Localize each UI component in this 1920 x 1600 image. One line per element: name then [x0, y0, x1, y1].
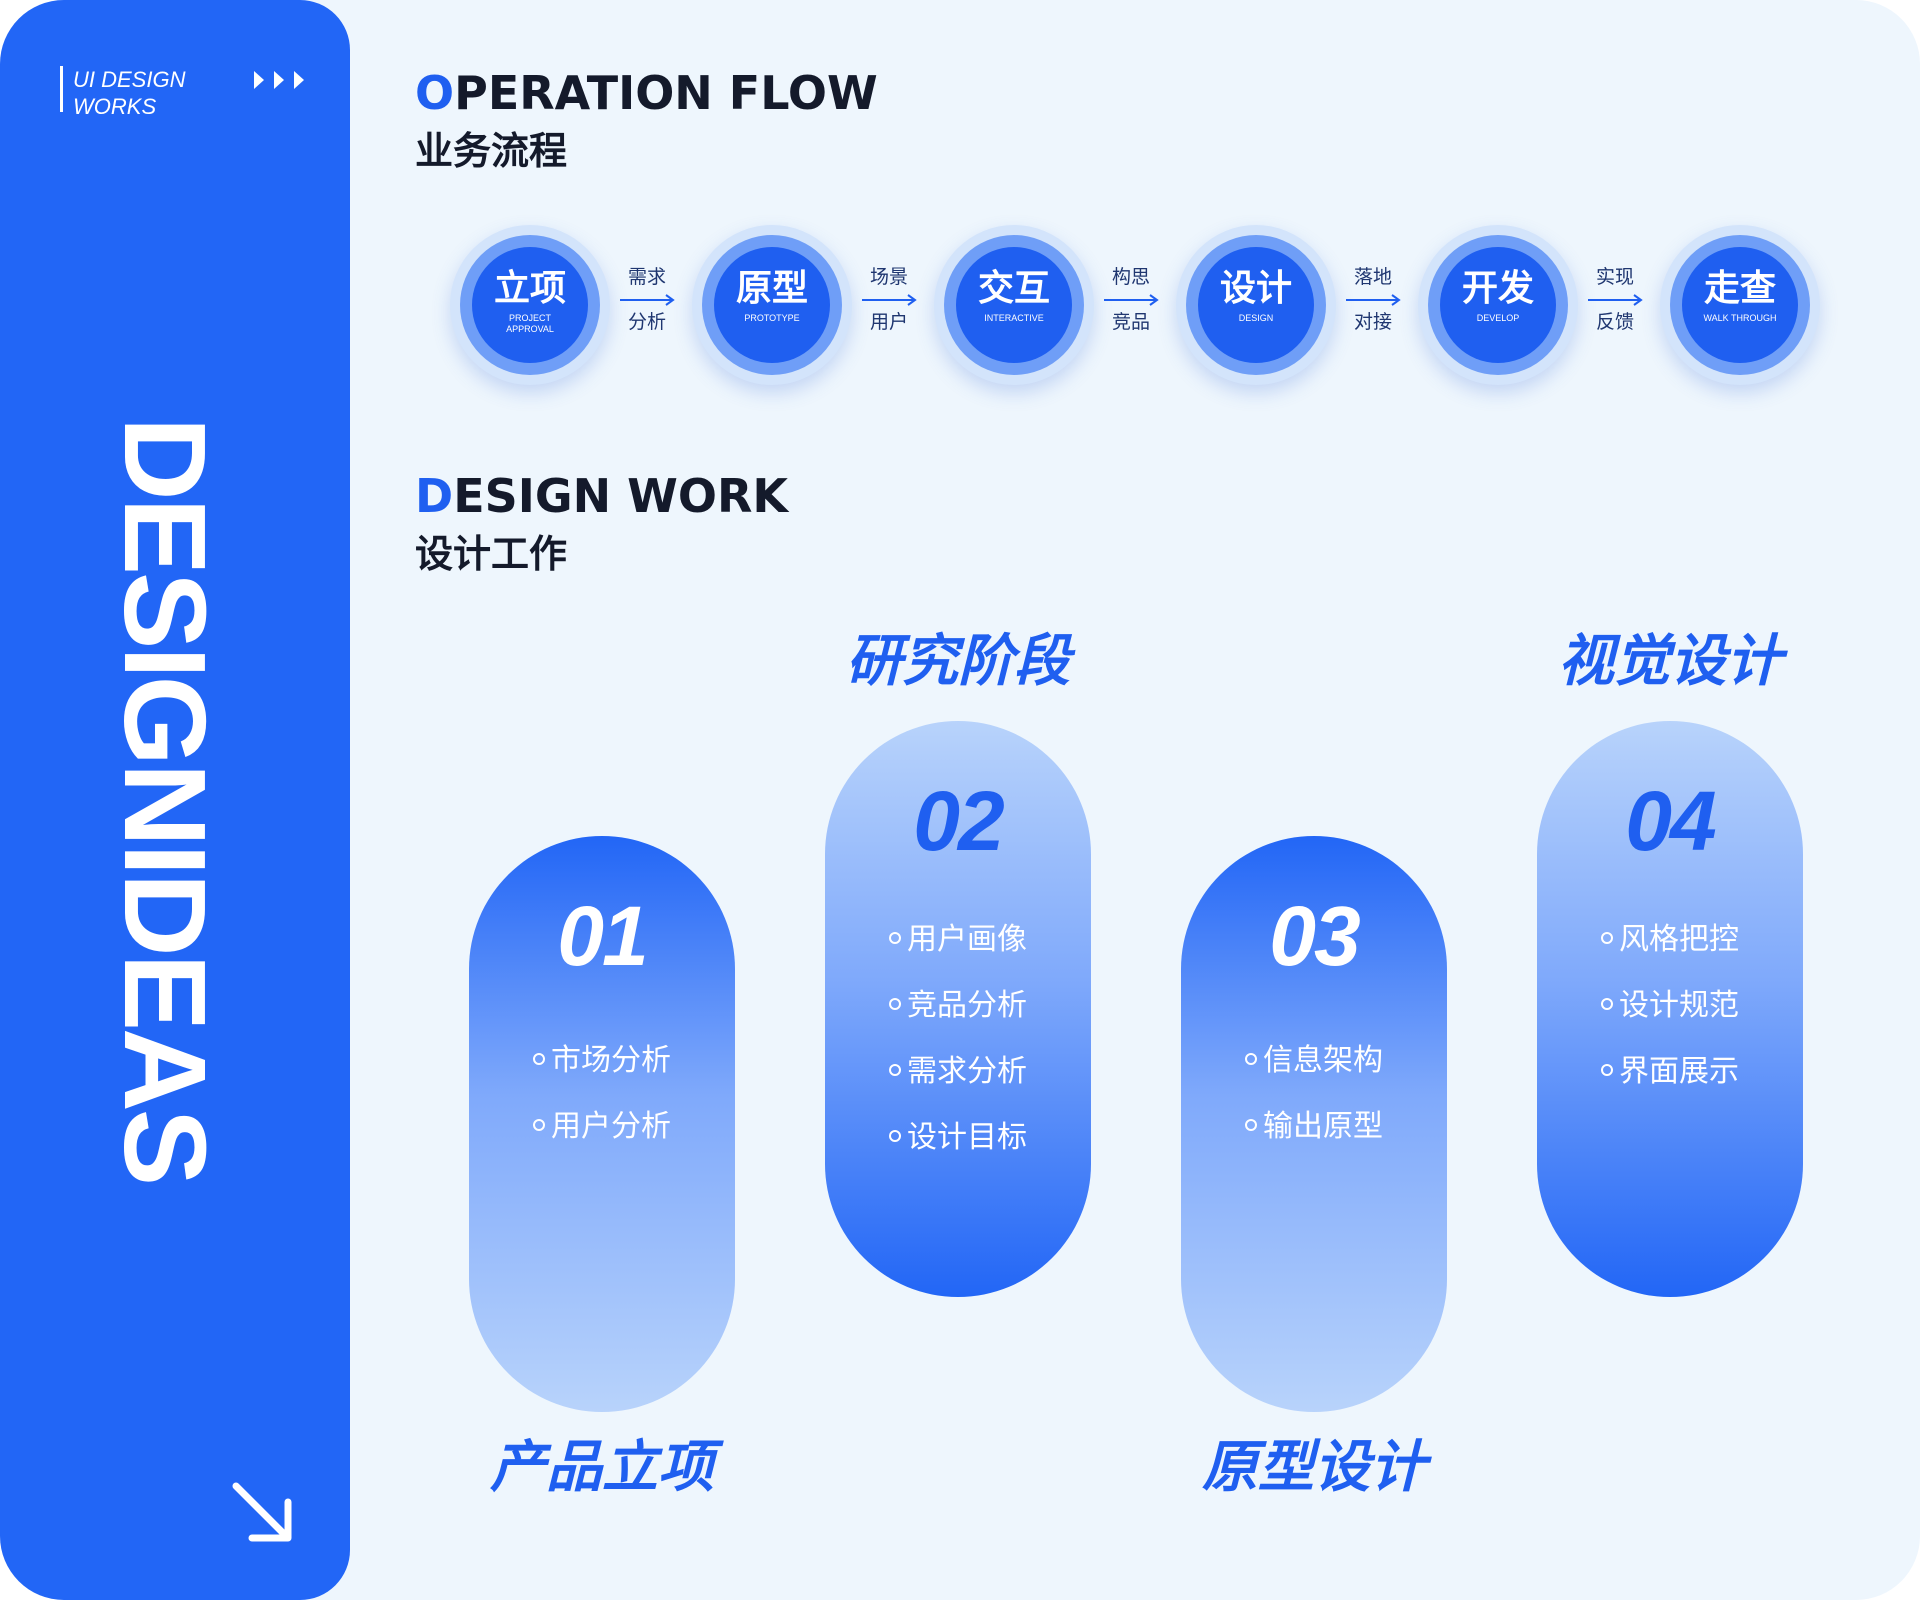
list-item: 界面展示 — [1537, 1039, 1803, 1105]
connector-1-top: 需求 — [627, 266, 666, 288]
list-item: 需求分析 — [825, 1039, 1091, 1105]
vertical-title: DESIGNIDEAS — [100, 416, 230, 1184]
flow-step-6-label: 走查 — [1703, 268, 1776, 309]
flow-connector-2: 场景 用户 — [854, 268, 924, 332]
phase-3-list: 信息架构 输出原型 — [1181, 1028, 1447, 1160]
phase-card-2: 02 用户画像 竞品分析 需求分析 设计目标 — [825, 721, 1091, 1297]
phase-2-list: 用户画像 竞品分析 需求分析 设计目标 — [825, 907, 1091, 1171]
list-item: 输出原型 — [1181, 1094, 1447, 1160]
connector-5-bottom: 反馈 — [1595, 311, 1634, 333]
flow-step-4-label: 设计 — [1219, 268, 1292, 309]
flow-step-3-label: 交互 — [977, 268, 1050, 309]
list-item: 设计目标 — [825, 1105, 1091, 1171]
phase-1-list: 市场分析 用户分析 — [469, 1028, 735, 1160]
flow-step-1: 立项 PROJECT APPROVAL — [450, 225, 610, 385]
phase-number-2: 02 — [913, 774, 1004, 868]
list-item: 风格把控 — [1537, 907, 1803, 973]
connector-2-top: 场景 — [869, 266, 908, 288]
design-work-subtitle: 设计工作 — [415, 532, 568, 576]
sidebar: UI DESIGN WORKS DESIGNIDEAS — [0, 0, 350, 1600]
arrow-right-icon — [1588, 294, 1643, 306]
design-work-header: DESIGN WORK 设计工作 — [415, 473, 788, 573]
phase-number-1: 01 — [557, 889, 648, 983]
flow-step-2-sublabel: PROTOTYPE — [744, 313, 800, 323]
diagonal-arrow-down-right-icon — [232, 1482, 292, 1542]
operation-flow-title: OPERATION FLOW — [415, 66, 878, 120]
design-work-title: DESIGN WORK — [415, 469, 789, 523]
flow-step-4: 设计 DESIGN — [1176, 225, 1336, 385]
flow-step-4-sublabel: DESIGN — [1238, 313, 1274, 323]
stage-label-3: 原型设计 — [1202, 1435, 1426, 1500]
connector-3-top: 构思 — [1111, 266, 1150, 288]
phase-card-3: 03 信息架构 输出原型 — [1181, 836, 1447, 1412]
operation-flow-header: OPERATION FLOW 业务流程 — [415, 70, 878, 170]
flow-step-6: 走查 WALK THROUGH — [1660, 225, 1820, 385]
flow-connector-1: 需求 分析 — [612, 268, 682, 332]
phase-4-list: 风格把控 设计规范 界面展示 — [1537, 907, 1803, 1105]
flow-step-5-sublabel: DEVELOP — [1476, 313, 1520, 323]
flow-step-5-label: 开发 — [1461, 268, 1534, 309]
phase-number-3: 03 — [1269, 889, 1360, 983]
flow-step-2: 原型 PROTOTYPE — [692, 225, 852, 385]
connector-2-bottom: 用户 — [869, 311, 908, 333]
list-item: 用户画像 — [825, 907, 1091, 973]
list-item: 市场分析 — [469, 1028, 735, 1094]
triple-arrow-right-icon — [254, 71, 304, 89]
flow-step-5: 开发 DEVELOP — [1418, 225, 1578, 385]
list-item: 信息架构 — [1181, 1028, 1447, 1094]
flow-connector-5: 实现 反馈 — [1580, 268, 1650, 332]
flow-step-3-sublabel: INTERACTIVE — [984, 313, 1044, 323]
flow-step-6-sublabel: WALK THROUGH — [1703, 313, 1777, 323]
list-item: 设计规范 — [1537, 973, 1803, 1039]
brand-line-1: UI DESIGN — [73, 67, 186, 92]
flow-connector-4: 落地 对接 — [1338, 268, 1408, 332]
arrow-right-icon — [1346, 294, 1401, 306]
phase-card-4: 04 风格把控 设计规范 界面展示 — [1537, 721, 1803, 1297]
stage-label-2: 研究阶段 — [846, 629, 1070, 694]
connector-4-top: 落地 — [1353, 266, 1392, 288]
flow-connector-3: 构思 竞品 — [1096, 268, 1166, 332]
flow-step-2-label: 原型 — [735, 268, 808, 309]
phase-card-1: 01 市场分析 用户分析 — [469, 836, 735, 1412]
flow-step-3: 交互 INTERACTIVE — [934, 225, 1094, 385]
stage-label-1: 产品立项 — [490, 1435, 714, 1500]
brand-label: UI DESIGN WORKS — [60, 66, 186, 119]
list-item: 用户分析 — [469, 1094, 735, 1160]
arrow-right-icon — [1104, 294, 1159, 306]
arrow-right-icon — [862, 294, 917, 306]
operation-flow-subtitle: 业务流程 — [415, 129, 568, 173]
connector-1-bottom: 分析 — [627, 311, 666, 333]
connector-3-bottom: 竞品 — [1111, 311, 1150, 333]
brand-line-2: WORKS — [73, 94, 157, 119]
connector-4-bottom: 对接 — [1353, 311, 1392, 333]
flow-step-1-label: 立项 — [493, 268, 566, 309]
list-item: 竞品分析 — [825, 973, 1091, 1039]
arrow-right-icon — [620, 294, 675, 306]
flow-step-1-sublabel: PROJECT APPROVAL — [506, 313, 554, 334]
connector-5-top: 实现 — [1595, 266, 1634, 288]
stage-label-4: 视觉设计 — [1558, 629, 1782, 694]
phase-number-4: 04 — [1625, 774, 1716, 868]
